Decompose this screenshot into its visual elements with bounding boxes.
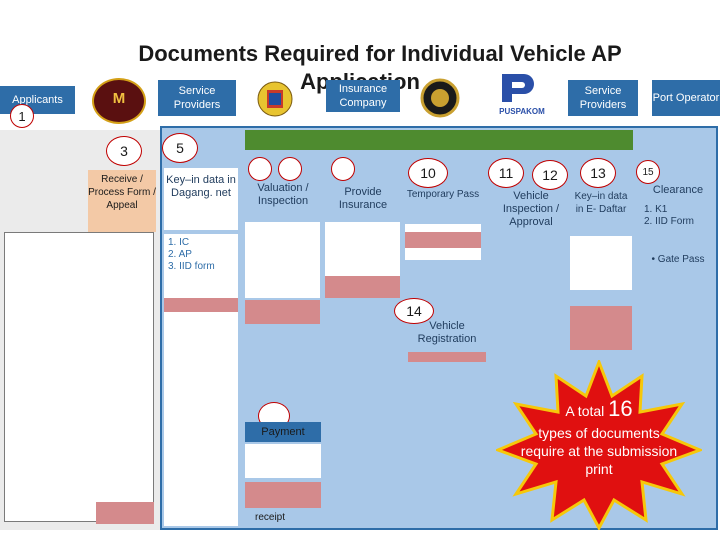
step-circle-blank-b <box>278 157 302 181</box>
document-list-item: 2. AP <box>168 249 192 260</box>
clearance-label: Clearance <box>652 184 704 196</box>
vehicle-registration-stub <box>408 352 486 362</box>
callout-burst: A total 16 types of documents require at… <box>493 357 705 532</box>
step-11-circle: 11 <box>488 158 524 188</box>
payment-detail-box <box>245 444 321 478</box>
header-insurance-company: Insurance Company <box>326 80 400 112</box>
step-5-label: 5 <box>176 140 184 156</box>
clearance-list-item: 2. IID Form <box>644 216 695 227</box>
government-crest-logo <box>252 78 298 120</box>
step-15-circle: 15 <box>636 160 660 184</box>
document-list-box: 1. IC 2. AP 3. IID form <box>164 234 238 280</box>
clearance-list-box: 1. K1 2. IID Form <box>640 204 716 248</box>
step-5-circle: 5 <box>162 133 198 163</box>
valuation-detail-box <box>245 222 320 298</box>
step-12-circle: 12 <box>532 160 568 190</box>
green-header-bar <box>245 130 633 150</box>
step-15-label: 15 <box>642 166 654 178</box>
payment-label: Payment <box>261 426 305 438</box>
header-service-providers-right-label: Service Providers <box>579 85 627 111</box>
step-3-circle: 3 <box>106 136 142 166</box>
valuation-box: Valuation / Inspection <box>245 182 321 220</box>
step-1-circle: 1 <box>10 104 34 128</box>
receipt-label: receipt <box>255 512 286 523</box>
document-list: 1. IC 2. AP 3. IID form <box>164 234 238 273</box>
header-applicants-label: Applicants <box>12 94 63 106</box>
insurance-detail-box <box>325 222 400 276</box>
keyin-edaftar-box: Key–in data in E- Daftar <box>570 190 632 234</box>
step-14-label: 14 <box>406 303 422 319</box>
header-service-providers-left: Service Providers <box>158 80 236 116</box>
step-10-circle: 10 <box>408 158 448 188</box>
gate-pass-label: • Gate Pass <box>651 254 705 265</box>
header-port-operator: Port Operator <box>652 80 720 116</box>
edaftar-stub <box>570 306 632 350</box>
header-insurance-company-label: Insurance Company <box>338 83 388 109</box>
puspakom-logo-text: PUSPAKOM <box>499 107 545 116</box>
column-5-stub <box>164 298 238 312</box>
temporary-pass-box: Temporary Pass <box>405 188 481 220</box>
callout-text: types of documents require at the submis… <box>520 425 678 477</box>
step-14-circle: 14 <box>394 298 434 324</box>
step-12-label: 12 <box>542 167 558 183</box>
keyin-dagang-label: Key–in data in Dagang. net <box>166 174 236 199</box>
callout-number: 16 <box>608 396 633 421</box>
callout-heading: A total 16 <box>496 396 702 422</box>
step-circle-blank-a <box>248 157 272 181</box>
receive-process-box: Receive / Process Form / Appeal <box>88 170 156 232</box>
step-1-label: 1 <box>18 108 26 124</box>
vehicle-inspection-label: Vehicle Inspection / Approval <box>502 190 560 228</box>
receive-process-label: Receive / Process Form / Appeal <box>88 174 156 211</box>
valuation-label: Valuation / Inspection <box>257 182 309 207</box>
provide-insurance-label: Provide Insurance <box>338 186 388 211</box>
header-service-providers-left-label: Service Providers <box>173 85 221 111</box>
customs-logo: M <box>92 78 146 124</box>
column-5-lower-box <box>164 280 238 526</box>
callout-prefix: A total <box>565 403 605 419</box>
step-10-label: 10 <box>420 165 436 181</box>
keyin-edaftar-label: Key–in data in E- Daftar <box>574 191 628 215</box>
burst-shape <box>493 357 705 532</box>
police-logo <box>418 76 462 120</box>
insurance-stub <box>325 276 400 298</box>
provide-insurance-box: Provide Insurance <box>325 186 401 220</box>
step-13-circle: 13 <box>580 158 616 188</box>
applicant-document-box <box>4 232 154 522</box>
vehicle-registration-label: Vehicle Registration <box>417 320 477 345</box>
temporary-pass-stub <box>405 232 481 248</box>
step-11-label: 11 <box>498 165 514 181</box>
document-list-item: 3. IID form <box>168 261 215 272</box>
edaftar-detail-box <box>570 236 632 290</box>
clearance-list-item: 1. K1 <box>644 204 668 215</box>
applicant-stub <box>96 502 154 524</box>
puspakom-logo: PUSPAKOM <box>496 70 548 116</box>
vehicle-inspection-box: Vehicle Inspection / Approval <box>488 190 574 238</box>
step-circle-blank-c <box>331 157 355 181</box>
diagram-title: Documents Required for Individual Vehicl… <box>138 41 622 66</box>
valuation-stub <box>245 300 320 324</box>
header-service-providers-right: Service Providers <box>568 80 638 116</box>
customs-logo-mark: M <box>112 90 126 107</box>
clearance-list: 1. K1 2. IID Form <box>640 204 716 228</box>
step-3-label: 3 <box>120 143 128 159</box>
clearance-box: Clearance <box>640 184 716 200</box>
temporary-pass-label: Temporary Pass <box>406 189 480 200</box>
header-port-operator-label: Port Operator <box>652 92 720 104</box>
payment-bar: Payment <box>245 422 321 442</box>
document-list-item: 1. IC <box>168 237 190 248</box>
payment-stub <box>245 482 321 508</box>
vehicle-registration-box: Vehicle Registration <box>408 320 486 350</box>
keyin-dagang-box: Key–in data in Dagang. net <box>164 168 238 230</box>
step-13-label: 13 <box>590 165 606 181</box>
